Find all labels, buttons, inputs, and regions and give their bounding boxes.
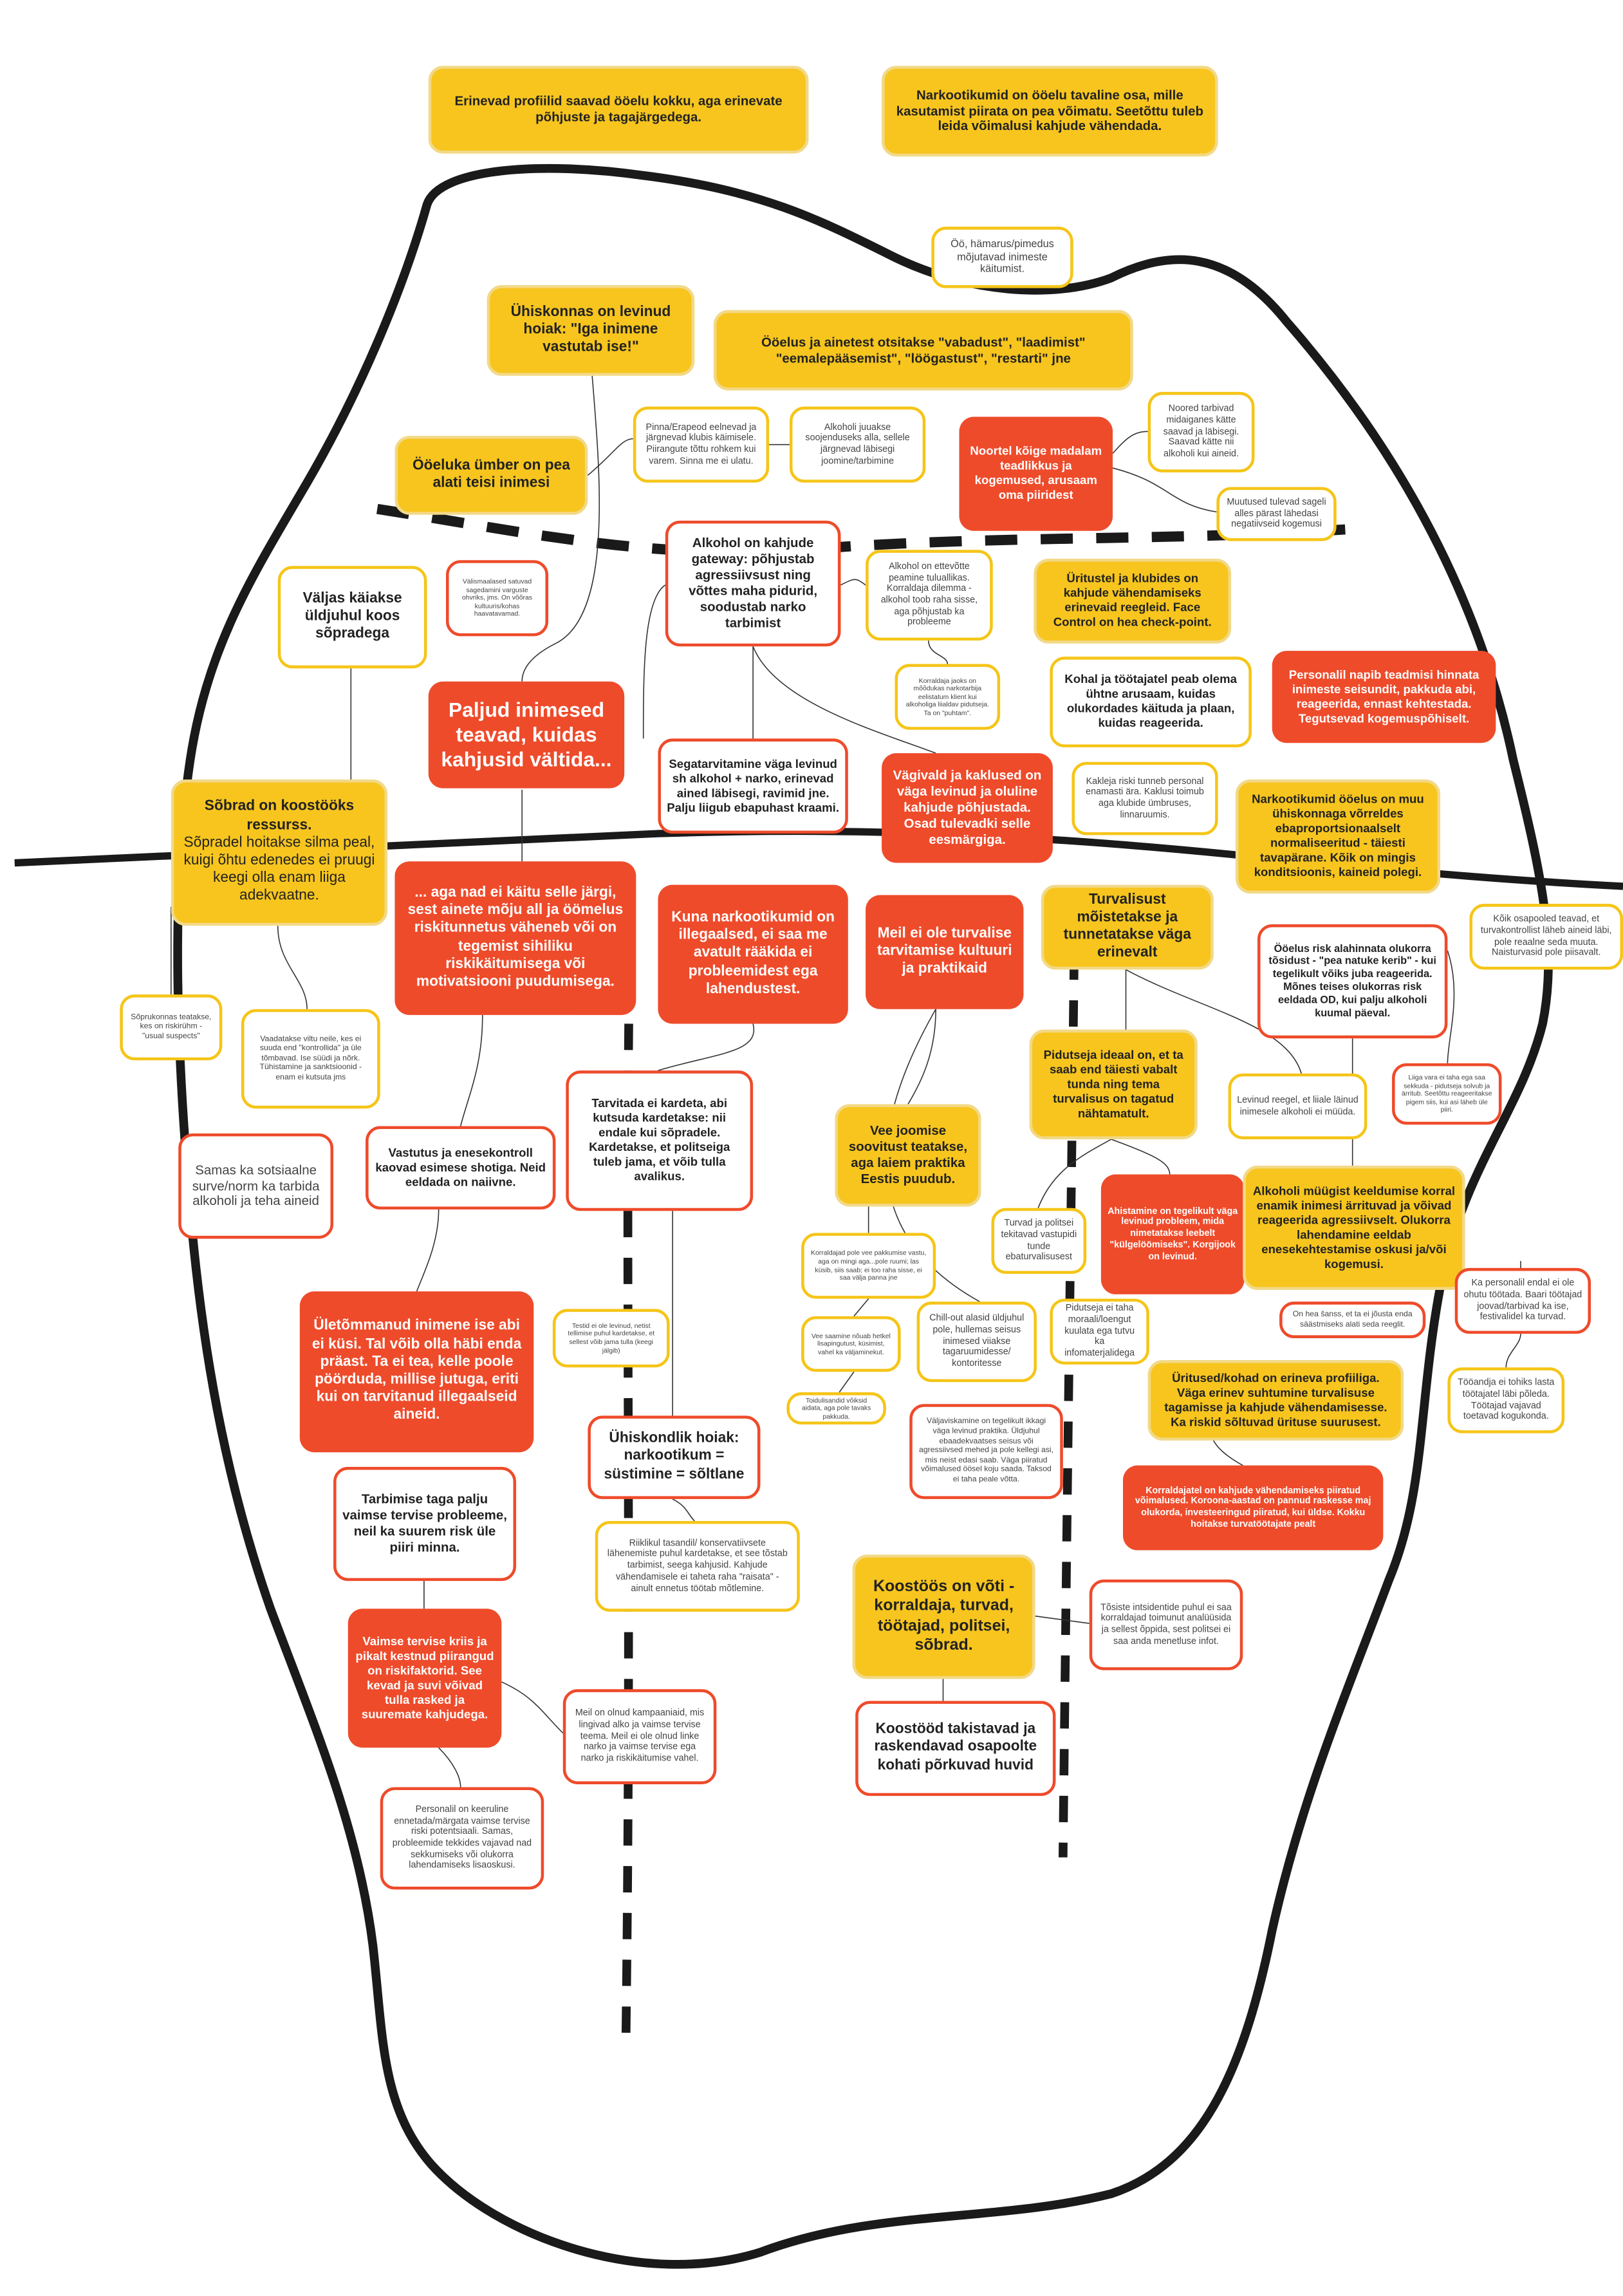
sticky-note: Turvad ja politsei tekitavad vastupidi t… — [991, 1208, 1087, 1274]
sticky-note: Segatarvitamine väga levinud sh alkohol … — [658, 738, 848, 834]
sticky-note: On hea šanss, et ta ei jõusta enda sääst… — [1279, 1302, 1426, 1338]
sticky-note: Pinna/Erapeod eelnevad ja järgnevad klub… — [633, 406, 770, 483]
sticky-note: Välismaalased satuvad sagedamini vargust… — [445, 560, 549, 637]
sticky-note: Personalil on keeruline ennetada/märgata… — [380, 1787, 544, 1890]
sticky-note: Väljas käiakse üldjuhul koos sõpradega — [277, 566, 427, 669]
sticky-note: Vaadatakse viltu neile, kes ei suuda end… — [241, 1009, 380, 1109]
sticky-note: Ka personalil endal ei ole ohutu töötada… — [1454, 1267, 1591, 1334]
sticky-note: Ööelus ja ainetest otsitakse "vabadust",… — [713, 310, 1133, 391]
sticky-note: Vägivald ja kaklused on väga levinud ja … — [882, 753, 1053, 863]
sticky-note: Korraldajad pole vee pakkumise vastu, ag… — [801, 1233, 936, 1299]
sticky-note: Noortel kõige madalam teadlikkus ja koge… — [959, 416, 1113, 531]
sticky-note: Noored tarbivad midaiganes kätte saavad … — [1147, 391, 1255, 472]
sticky-note: Meil ei ole turvalise tarvitamise kultuu… — [866, 895, 1024, 1009]
sticky-note: Tarbimise taga palju vaimse tervise prob… — [333, 1466, 517, 1582]
sticky-note: Vastutus ja enesekontroll kaovad esimese… — [366, 1126, 556, 1210]
sticky-note: Kohal ja töötajatel peab olema ühtne aru… — [1050, 657, 1252, 748]
sticky-note: Sõprukonnas teatakse, kes on riskirühm -… — [120, 994, 223, 1061]
sticky-note: Tööandja ei tohiks lasta töötajatel läbi… — [1447, 1367, 1565, 1433]
sticky-note: Tarvitada ei kardeta, abi kutsuda kardet… — [566, 1070, 754, 1211]
sticky-note: Korraldajatel on kahjude vähendamiseks p… — [1122, 1465, 1384, 1551]
sticky-note: Ületõmmanud inimene ise abi ei küsi. Tal… — [299, 1291, 534, 1453]
sticky-note: Ööelus risk alahinnata olukorra tõsidust… — [1257, 924, 1448, 1039]
sticky-note: Kõik osapooled teavad, et turvakontrolli… — [1469, 904, 1623, 970]
sticky-note: Samas ka sotsiaalne surve/norm ka tarbid… — [178, 1133, 334, 1239]
sticky-note: Koostööd takistavad ja raskendavad osapo… — [855, 1701, 1056, 1797]
sticky-note: Ühiskonnas on levinud hoiak: "Iga inimen… — [487, 285, 695, 376]
sticky-note: Tõsiste intsidentide puhul ei saa korral… — [1089, 1579, 1243, 1670]
sticky-note: Alkoholi müügist keeldumise korral enami… — [1243, 1165, 1465, 1290]
dashed-divider-top — [376, 503, 1346, 557]
sticky-note: Ahistamine on tegelikult väga levinud pr… — [1100, 1174, 1245, 1294]
sticky-note: Paljud inimesed teavad, kuidas kahjusid … — [428, 681, 625, 789]
sticky-note: Vee joomise soovitust teatakse, aga laie… — [835, 1104, 981, 1207]
sticky-note: Öö, hämarus/pimedus mõjutavad inimeste k… — [931, 227, 1073, 288]
connector-lines — [171, 375, 1521, 1787]
sticky-note: Pidutseja ei taha moraali/loengut kuulat… — [1050, 1298, 1149, 1365]
sticky-note: Vee saamine nõuab hetkel lisapingutust, … — [801, 1316, 901, 1372]
sticky-note: Alkohol on ettevõtte peamine tuluallikas… — [866, 550, 993, 641]
sticky-note: Kuna narkootikumid on illegaalsed, ei sa… — [658, 884, 848, 1024]
sticky-note: Muutused tulevad sageli alles pärast läh… — [1216, 487, 1337, 541]
sticky-note: Alkohol on kahjude gateway: põhjustab ag… — [665, 520, 841, 647]
sticky-note: Kakleja riski tunneb personal enamasti ä… — [1071, 761, 1218, 835]
header-note-profiles: Erinevad profiilid saavad ööelu kokku, a… — [428, 66, 809, 154]
note-text: Sõpradel hoitakse silma peal, kuigi õhtu… — [183, 834, 375, 905]
note-title: Sõbrad on koostööks ressurss. — [204, 799, 355, 834]
sticky-note: Koostöös on võti - korraldaja, turvad, t… — [852, 1554, 1035, 1679]
sticky-note: Riiklikul tasandil/ konservatiivsete läh… — [595, 1520, 800, 1612]
sticky-note-friends-resource: Sõbrad on koostööks ressurss. Sõpradel h… — [171, 779, 388, 926]
sticky-note: Ööeluka ümber on pea alati teisi inimesi — [394, 436, 588, 515]
sticky-note: Personalil napib teadmisi hinnata inimes… — [1272, 651, 1496, 743]
sticky-note: Narkootikumid ööelus on muu ühiskonnaga … — [1235, 779, 1441, 894]
sticky-note: Alkoholi juuakse soojenduseks alla, sell… — [789, 406, 926, 483]
sticky-note: Testid ei ole levinud, netist tellimise … — [552, 1309, 670, 1368]
sticky-note: Ühiskondlik hoiak: narkootikum = süstimi… — [588, 1415, 761, 1499]
sticky-note: Meil on olnud kampaaniaid, mis lingivad … — [562, 1689, 717, 1784]
sticky-note: ... aga nad ei käitu selle järgi, sest a… — [394, 861, 636, 1015]
sticky-note: Väljaviskamine on tegelikult ikkagi väga… — [909, 1404, 1063, 1499]
sticky-note: Üritused/kohad on erineva profiiliga. Vä… — [1147, 1360, 1404, 1441]
sticky-note: Toidulisandid võiksid aidata, aga pole t… — [786, 1392, 886, 1425]
sticky-note: Üritustel ja klubides on kahjude vähenda… — [1034, 558, 1232, 644]
sticky-note: Levinud reegel, et liiale läinud inimese… — [1228, 1073, 1368, 1139]
sticky-note: Korraldaja jaoks on mõõdukas narkotarbij… — [895, 664, 1001, 730]
sticky-note: Vaimse tervise kriis ja pikalt kestnud p… — [348, 1609, 502, 1748]
header-note-drugs-harm-reduction: Narkootikumid on ööelu tavaline osa, mil… — [882, 66, 1218, 157]
sticky-note: Chill-out alasid üldjuhul pole, hullemas… — [916, 1302, 1037, 1383]
sticky-note: Pidutseja ideaal on, et ta saab end täie… — [1029, 1029, 1198, 1139]
sticky-note: Liiga vara ei taha ega saa sekkuda - pid… — [1392, 1063, 1502, 1125]
sticky-note: Turvalisust mõistetakse ja tunnetatakse … — [1041, 884, 1214, 970]
